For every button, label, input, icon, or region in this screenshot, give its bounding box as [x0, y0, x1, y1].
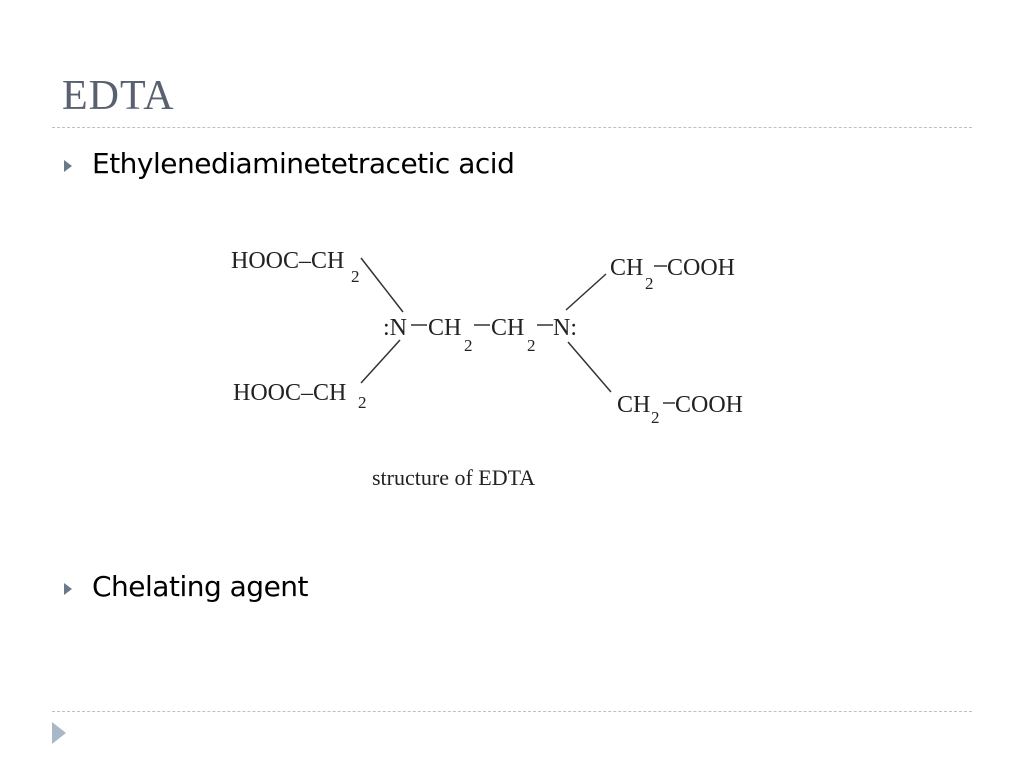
chain-ch-a: CH: [428, 315, 461, 341]
bottom-left-subscript: 2: [358, 393, 367, 412]
structure-caption: structure of EDTA: [372, 465, 535, 490]
chain-ch-b: CH: [491, 315, 524, 341]
right-nitrogen: N:: [553, 315, 577, 341]
top-left-group: HOOC–CH: [231, 248, 344, 274]
bullet-text-role: Chelating agent: [92, 570, 309, 603]
bond-bottom-left: [360, 339, 401, 384]
bottom-left-group: HOOC–CH: [233, 380, 346, 406]
bottom-right-ch: CH: [617, 392, 650, 418]
top-right-cooh: COOH: [667, 255, 735, 281]
left-nitrogen: :N: [383, 315, 407, 341]
bond-top-right: [565, 273, 607, 311]
title-divider: [52, 127, 972, 128]
bond-bottom-right: [567, 341, 612, 393]
top-right-subscript: 2: [645, 274, 654, 293]
chain-ch-b-subscript: 2: [527, 336, 536, 355]
bottom-right-subscript: 2: [651, 408, 660, 427]
bullet-icon: [64, 160, 72, 172]
top-right-ch: CH: [610, 255, 643, 281]
top-left-subscript: 2: [351, 267, 360, 286]
bullet-icon: [64, 583, 72, 595]
play-icon[interactable]: [52, 722, 66, 744]
bottom-right-cooh: COOH: [675, 392, 743, 418]
bond-top-left: [360, 257, 404, 313]
footer-divider: [52, 711, 972, 712]
chain-ch-a-subscript: 2: [464, 336, 473, 355]
slide-title: EDTA: [62, 73, 175, 119]
bullet-text-name: Ethylenediaminetetracetic acid: [92, 147, 515, 180]
